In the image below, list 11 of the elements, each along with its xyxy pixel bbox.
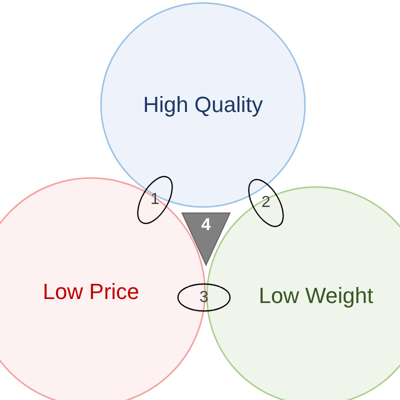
number-label: 3: [200, 288, 208, 306]
oval-marker: [247, 177, 285, 229]
circle-shape: [100, 2, 306, 208]
number-label: 4: [201, 215, 211, 235]
triangle-shape: [182, 213, 230, 265]
circle-label: Low Price: [42, 279, 140, 305]
number-label: 1: [150, 191, 160, 209]
circle-label: Low Weight: [258, 283, 374, 309]
number-label: 2: [262, 194, 270, 212]
oval-marker: [177, 283, 231, 312]
circle-label: High Quality: [143, 92, 263, 118]
